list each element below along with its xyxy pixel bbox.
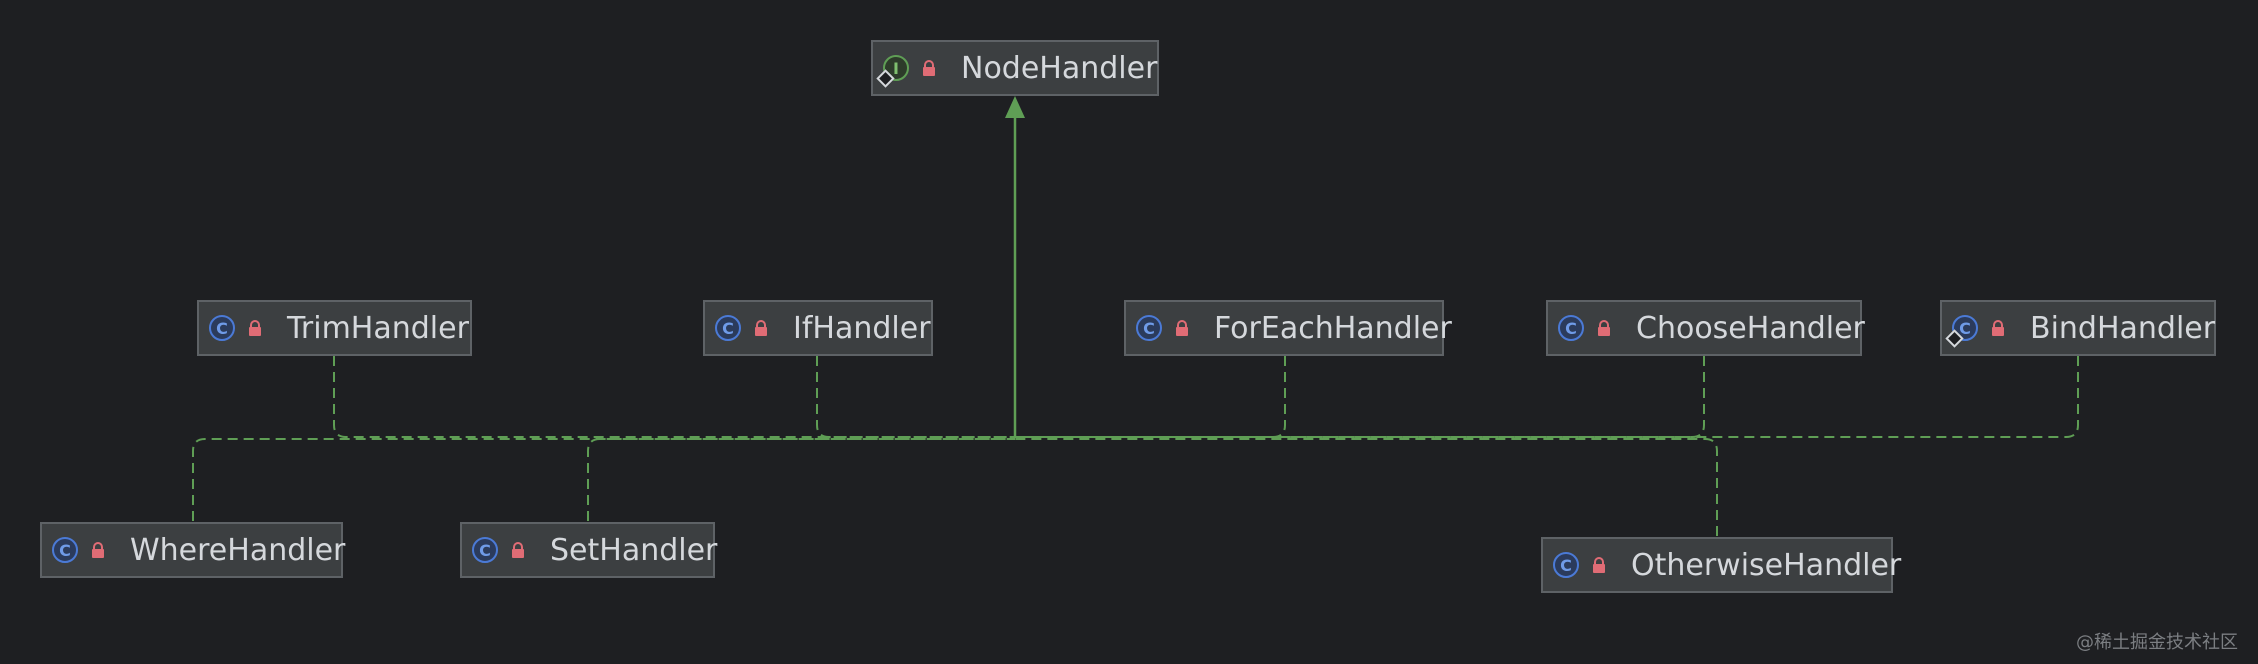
lock-icon	[923, 60, 935, 76]
node-foreachhandler[interactable]: C ForEachHandler	[1124, 300, 1452, 356]
abstract-mark-icon	[876, 69, 895, 88]
node-label: IfHandler	[793, 310, 931, 346]
lock-icon	[755, 320, 767, 336]
node-label: OtherwiseHandler	[1631, 547, 1902, 583]
lock-icon	[1992, 320, 2004, 336]
class-c-icon: C	[209, 315, 235, 341]
edge-set	[587, 438, 1015, 521]
node-label: NodeHandler	[961, 50, 1158, 86]
class-c-icon: C	[1553, 552, 1579, 578]
lock-icon	[512, 542, 524, 558]
edge-where	[192, 438, 1015, 521]
abstract-mark-icon	[1945, 329, 1964, 348]
interface-i-icon: I	[876, 55, 909, 88]
edge-if	[816, 356, 1015, 438]
node-label: ChooseHandler	[1636, 310, 1865, 346]
edge-bind	[1015, 356, 2079, 438]
node-label: TrimHandler	[287, 310, 469, 346]
lock-icon	[249, 320, 261, 336]
node-trimhandler[interactable]: C TrimHandler	[197, 300, 472, 356]
node-wherehandler[interactable]: C WhereHandler	[40, 522, 346, 578]
lock-icon	[1598, 320, 1610, 336]
lock-icon	[1593, 557, 1605, 573]
lock-icon	[1176, 320, 1188, 336]
node-label: WhereHandler	[130, 532, 346, 568]
class-c-icon: C	[715, 315, 741, 341]
node-otherwisehandler[interactable]: C OtherwiseHandler	[1541, 537, 1901, 593]
class-c-icon: C	[472, 537, 498, 563]
node-bindhandler[interactable]: C BindHandler	[1940, 300, 2216, 356]
node-label: BindHandler	[2030, 310, 2216, 346]
class-c-icon: C	[1558, 315, 1584, 341]
class-c-icon: C	[1136, 315, 1162, 341]
node-label: ForEachHandler	[1214, 310, 1452, 346]
watermark: @稀土掘金技术社区	[2076, 632, 2238, 653]
lock-icon	[92, 542, 104, 558]
node-sethandler[interactable]: C SetHandler	[460, 522, 718, 578]
node-label: SetHandler	[550, 532, 718, 568]
edge-otherwise	[1015, 438, 1718, 536]
edge-choose	[1015, 356, 1705, 438]
realization-arrowhead	[1005, 96, 1025, 118]
node-ifhandler[interactable]: C IfHandler	[703, 300, 933, 356]
node-nodehandler[interactable]: I NodeHandler	[871, 40, 1159, 96]
edge-trim	[333, 356, 1015, 438]
class-c-icon: C	[1945, 315, 1978, 348]
edge-foreach	[1015, 356, 1286, 438]
class-c-icon: C	[52, 537, 78, 563]
node-choosehandler[interactable]: C ChooseHandler	[1546, 300, 1865, 356]
